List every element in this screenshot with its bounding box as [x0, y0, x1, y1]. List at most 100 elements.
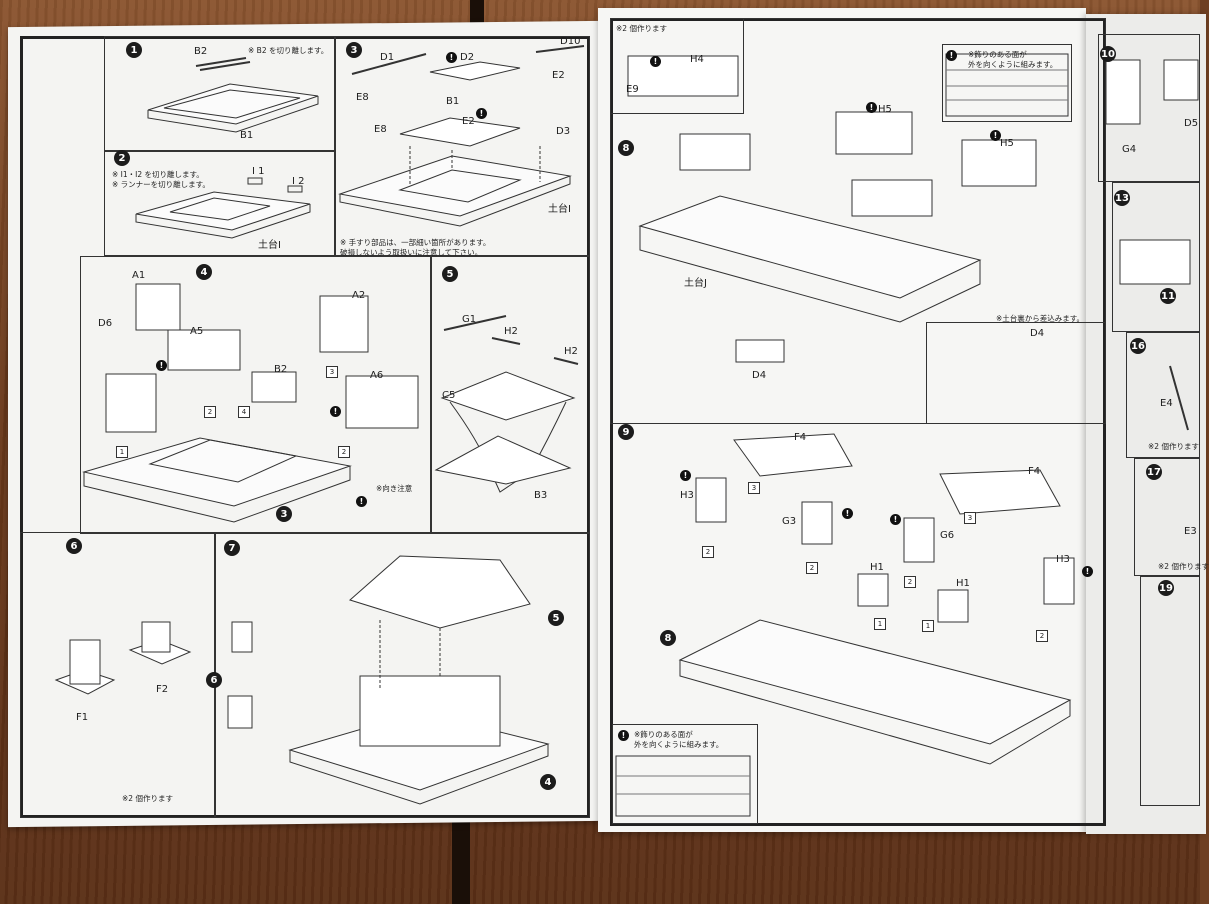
step4-cell — [80, 256, 432, 534]
step8-cell — [610, 18, 1106, 424]
step8-top-inset — [610, 18, 744, 114]
right-step19-cell — [1140, 576, 1200, 806]
part-label: B2 — [194, 46, 208, 57]
part-label: A5 — [190, 326, 204, 337]
order-number: 2 — [1036, 630, 1048, 642]
part-label: H3 — [1056, 554, 1070, 565]
order-number: 2 — [204, 406, 216, 418]
note-step9-b: 外を向くように組みます。 — [634, 740, 724, 749]
step-19-marker: 19 — [1158, 580, 1174, 596]
order-number: 4 — [238, 406, 250, 418]
order-number: 2 — [338, 446, 350, 458]
note-step8-top: ※2 個作ります — [616, 24, 667, 33]
part-label: E2 — [552, 70, 565, 81]
order-number: 2 — [806, 562, 818, 574]
step-1-marker: 1 — [126, 42, 142, 58]
step-4-marker: 4 — [196, 264, 212, 280]
part-label: I 1 — [252, 166, 265, 177]
step2-cell — [104, 150, 336, 256]
part-label: 土台I — [258, 240, 281, 251]
right-step13-cell — [1112, 182, 1200, 332]
step8-base-inset — [926, 322, 1106, 424]
part-label: D10 — [560, 36, 581, 47]
part-label: H3 — [680, 490, 694, 501]
order-number: 3 — [964, 512, 976, 524]
ref-step-3-marker: 3 — [276, 506, 292, 522]
warning-icon: ! — [476, 108, 487, 119]
part-label: B1 — [240, 130, 254, 141]
part-label: B2 — [274, 364, 288, 375]
part-label: F4 — [1028, 466, 1041, 477]
part-label: E3 — [1184, 526, 1197, 537]
step9-ornament-inset — [612, 724, 758, 824]
step-5-marker: 5 — [442, 266, 458, 282]
part-label: 土台J — [684, 278, 707, 289]
warning-icon: ! — [680, 470, 691, 481]
part-label: H5 — [878, 104, 892, 115]
order-number: 2 — [702, 546, 714, 558]
note-step1: ※ B2 を切り離します。 — [248, 46, 329, 55]
part-label: H5 — [1000, 138, 1014, 149]
part-label: F2 — [156, 684, 169, 695]
step-16-marker: 16 — [1130, 338, 1146, 354]
note-step9-a: ※飾りのある面が — [634, 730, 693, 739]
part-label: G4 — [1122, 144, 1137, 155]
part-label: D4 — [1030, 328, 1045, 339]
step-2-marker: 2 — [114, 150, 130, 166]
warning-icon: ! — [156, 360, 167, 371]
part-label: D1 — [380, 52, 395, 63]
note-step6: ※2 個作ります — [122, 794, 173, 803]
middle-frame — [610, 18, 1106, 826]
part-label: D5 — [1184, 118, 1199, 129]
part-label: G6 — [940, 530, 955, 541]
step3-cell — [334, 36, 590, 256]
note-step3-b: 破損しないよう取扱いに注意して下さい。 — [340, 248, 483, 257]
note-step2-a: ※ I1・I2 を切り離します。 — [112, 170, 204, 179]
warning-icon: ! — [618, 730, 629, 741]
note-step16: ※2 個作ります — [1148, 442, 1199, 451]
note-step8-a: ※飾りのある面が — [968, 50, 1027, 59]
note-step8-c: ※土台裏から差込みます。 — [996, 314, 1085, 323]
part-label: H1 — [956, 578, 970, 589]
note-step8-b: 外を向くように組みます。 — [968, 60, 1058, 69]
part-label: D6 — [98, 318, 113, 329]
step-6-marker: 6 — [66, 538, 82, 554]
step-7-marker: 7 — [224, 540, 240, 556]
order-number: 1 — [922, 620, 934, 632]
part-label: G1 — [462, 314, 477, 325]
part-label: A6 — [370, 370, 384, 381]
ref-step-4-marker: 4 — [540, 774, 556, 790]
left-frame — [20, 36, 590, 818]
part-label: A1 — [132, 270, 146, 281]
warning-icon: ! — [990, 130, 1001, 141]
step-17-marker: 17 — [1146, 464, 1162, 480]
part-label: C5 — [442, 390, 456, 401]
part-label: B1 — [446, 96, 460, 107]
order-number: 2 — [904, 576, 916, 588]
part-label: 土台I — [548, 204, 571, 215]
step-3-marker: 3 — [346, 42, 362, 58]
part-label: G3 — [782, 516, 797, 527]
part-label: E9 — [626, 84, 639, 95]
warning-icon: ! — [330, 406, 341, 417]
warning-icon: ! — [946, 50, 957, 61]
table-gap — [452, 820, 470, 904]
ref-step-8-marker: 8 — [660, 630, 676, 646]
part-label: F1 — [76, 712, 89, 723]
part-label: F4 — [794, 432, 807, 443]
step1-cell — [104, 36, 336, 152]
part-label: E8 — [356, 92, 369, 103]
part-label: H1 — [870, 562, 884, 573]
order-number: 1 — [874, 618, 886, 630]
order-number: 3 — [748, 482, 760, 494]
part-label: E4 — [1160, 398, 1173, 409]
right-step16-cell — [1126, 332, 1200, 458]
warning-icon: ! — [842, 508, 853, 519]
note-step17: ※2 個作ります — [1158, 562, 1209, 571]
warning-icon: ! — [650, 56, 661, 67]
step-9-marker: 9 — [618, 424, 634, 440]
order-number: 3 — [326, 366, 338, 378]
step-10-marker: 10 — [1100, 46, 1116, 62]
warning-icon: ! — [446, 52, 457, 63]
